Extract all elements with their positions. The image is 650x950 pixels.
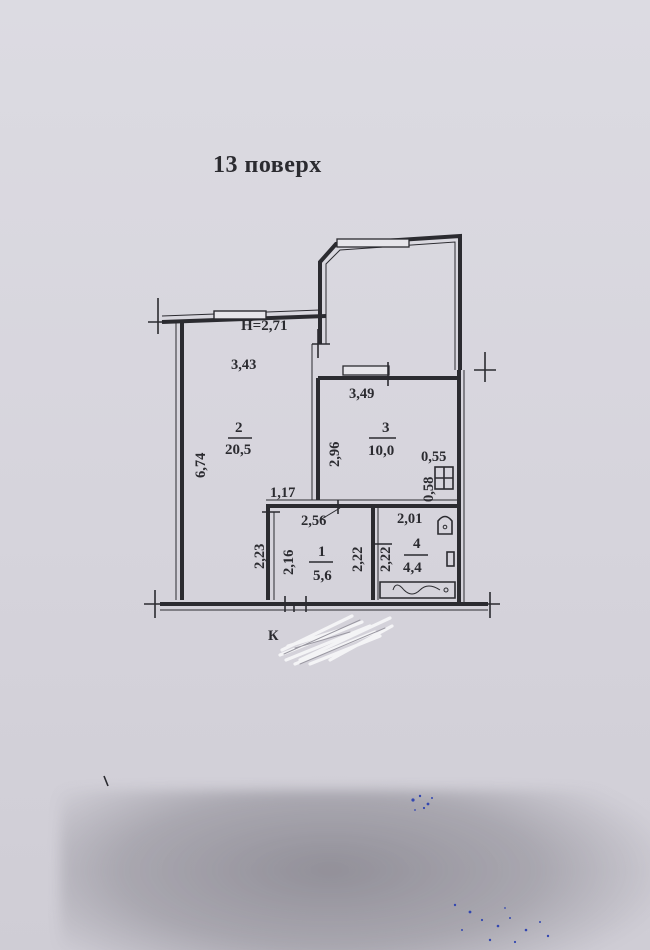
outer-walls: [160, 233, 488, 611]
dim-hall-width: 2,56: [301, 513, 326, 529]
bathtub-icon: [379, 581, 456, 599]
redaction-scribble: [278, 614, 394, 666]
window-living: [213, 310, 267, 320]
room-kitchen-area: 10,0: [368, 443, 394, 459]
photo-shadow: [60, 790, 650, 950]
room-bath-area: 4,4: [403, 560, 422, 576]
corner-label: К: [268, 628, 279, 644]
washbasin-icon: [437, 515, 455, 567]
window-loggia: [336, 238, 410, 248]
ceiling-height: H=2,71: [241, 318, 287, 334]
room-hall-area: 5,6: [313, 568, 332, 584]
ink-specks: [103, 775, 550, 944]
vertical-dimensions: 6,74 2,96 2,23 2,16 2,22 2,22 0,58: [193, 442, 437, 575]
dim-hall-left: 2,16: [281, 550, 297, 575]
dim-kitchen-length: 2,96: [327, 442, 343, 467]
room-living-number: 2: [235, 420, 243, 436]
dim-bath-left: 2,22: [378, 547, 394, 572]
dim-living-length: 6,74: [193, 453, 209, 478]
dimension-ticks: [262, 329, 392, 612]
dim-hall-right: 2,22: [350, 547, 366, 572]
dim-living-width: 3,43: [231, 357, 256, 373]
floor-title: 13 поверх: [213, 152, 322, 178]
kitchen-sink-icon: [434, 466, 454, 490]
dim-kitchen-niche-h: 0,58: [421, 477, 437, 502]
dim-living-hall-wall: 2,23: [252, 544, 268, 569]
room-hall-number: 1: [318, 544, 326, 560]
window-kitchen: [342, 365, 390, 376]
room-bath-number: 4: [413, 536, 421, 552]
axis-ticks: [144, 298, 500, 618]
dim-corridor-width: 1,17: [270, 485, 295, 501]
dim-bath-width: 2,01: [397, 511, 422, 527]
room-kitchen-number: 3: [382, 420, 390, 436]
room-labels: H=2,71 3,43 2 20,5 3,49 3 10,0 0,55 1,17…: [225, 318, 446, 644]
dim-kitchen-niche-w: 0,55: [421, 449, 446, 465]
dim-kitchen-width: 3,49: [349, 386, 374, 402]
room-living-area: 20,5: [225, 442, 251, 458]
